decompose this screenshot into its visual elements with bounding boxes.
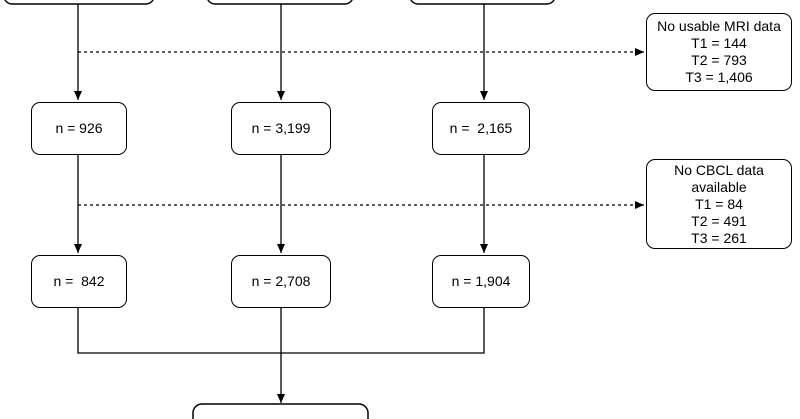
bottom-box — [192, 403, 369, 419]
top-box-2 — [207, 0, 353, 5]
exclusion-box-no-cbcl: No CBCL data available T1 = 84 T2 = 491 … — [646, 159, 792, 249]
exclusion-line: T1 = 84 — [695, 195, 743, 212]
node-label: n = 842 — [53, 273, 105, 289]
exclusion-box-no-mri: No usable MRI data T1 = 144 T2 = 793 T3 … — [646, 13, 792, 91]
node-label: n = 3,199 — [251, 120, 311, 136]
top-box-3 — [410, 0, 555, 5]
node-label: n = 2,708 — [251, 273, 311, 289]
node-label: n = 2,165 — [449, 120, 513, 136]
node-col1-after-cbcl: n = 842 — [31, 255, 127, 308]
node-col1-after-mri: n = 926 — [31, 102, 127, 155]
node-col2-after-mri: n = 3,199 — [231, 102, 331, 155]
node-col3-after-mri: n = 2,165 — [432, 102, 530, 155]
node-label: n = 926 — [55, 120, 103, 136]
exclusion-line: T2 = 491 — [691, 212, 747, 229]
exclusion-line: No usable MRI data — [657, 18, 781, 34]
exclusion-line: T1 = 144 — [691, 35, 747, 51]
exclusion-line: T3 = 261 — [691, 229, 747, 246]
exclusion-line: No CBCL data — [674, 161, 764, 178]
exclusion-line: T3 = 1,406 — [685, 69, 753, 85]
exclusion-line: T2 = 793 — [691, 52, 747, 68]
exclusion-line: available — [691, 178, 747, 195]
top-box-1 — [4, 0, 154, 5]
node-col2-after-cbcl: n = 2,708 — [231, 255, 331, 308]
node-label: n = 1,904 — [451, 273, 511, 289]
node-col3-after-cbcl: n = 1,904 — [432, 255, 530, 308]
